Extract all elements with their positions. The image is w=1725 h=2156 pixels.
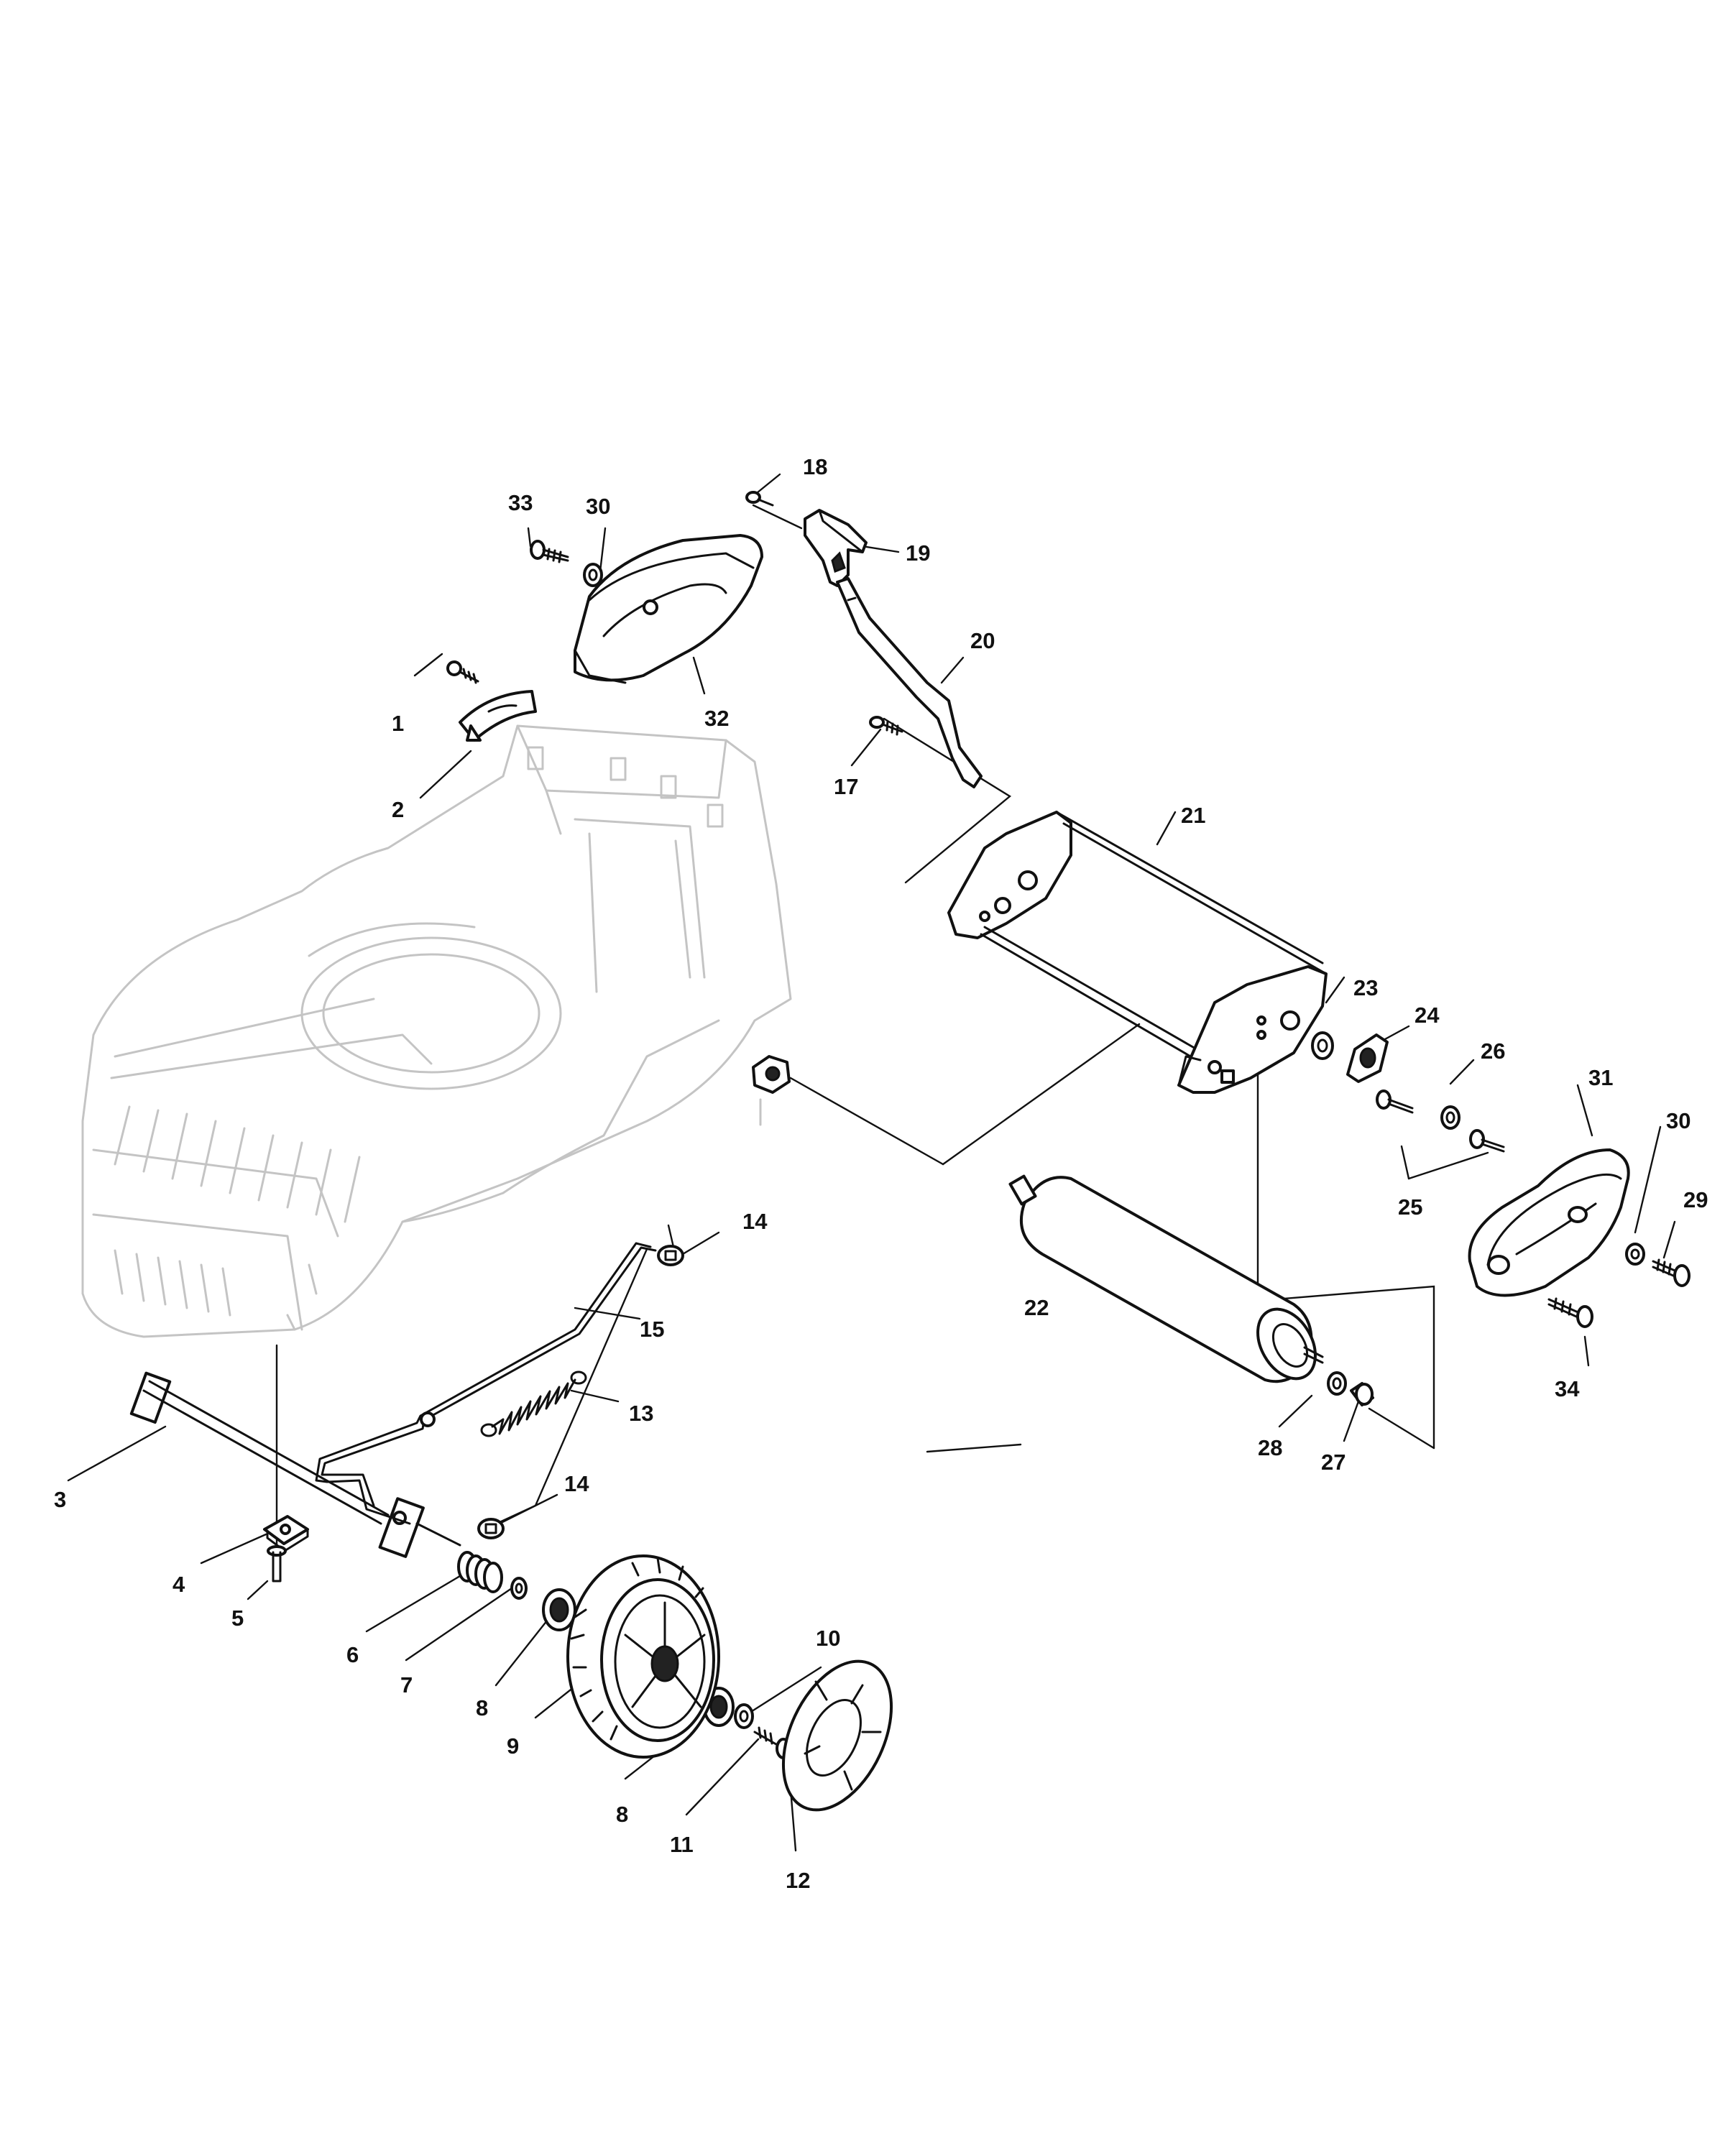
callout-6: 6 <box>346 1642 359 1667</box>
callout-24: 24 <box>1414 1003 1440 1028</box>
part-1-screw <box>446 660 479 684</box>
callout-labels: 1 2 3 4 5 6 7 8 8 9 10 11 12 13 14 14 15… <box>54 454 1708 1893</box>
part-25-bolts <box>1376 1089 1505 1153</box>
mower-deck-outline <box>81 724 792 1338</box>
part-4-bracket <box>263 1515 309 1552</box>
part-31-right-cover <box>1468 1148 1630 1297</box>
callout-33: 33 <box>508 490 533 515</box>
callout-12: 12 <box>786 1868 810 1893</box>
part-7-washer <box>510 1577 528 1600</box>
part-29-bolt <box>1652 1258 1690 1287</box>
callout-32: 32 <box>704 706 729 731</box>
part-30b-washer <box>1625 1243 1645 1266</box>
part-19-lever <box>804 509 868 587</box>
callout-34: 34 <box>1555 1376 1580 1401</box>
callout-1: 1 <box>392 711 404 736</box>
callout-4: 4 <box>172 1572 185 1597</box>
part-12-hubcap <box>781 1659 893 1812</box>
part-26-washer <box>1440 1105 1460 1130</box>
part-5-bolt <box>267 1545 287 1583</box>
part-3-axle <box>129 1371 461 1558</box>
callout-15: 15 <box>640 1317 664 1342</box>
callout-30a: 30 <box>586 494 610 519</box>
part-34-bolt <box>1547 1297 1593 1328</box>
callout-21: 21 <box>1181 803 1205 828</box>
part-18-screw <box>745 491 774 507</box>
callout-8a: 8 <box>476 1695 488 1720</box>
callout-19: 19 <box>906 540 930 566</box>
callout-23: 23 <box>1353 975 1378 1000</box>
part-15-rod <box>315 1242 657 1525</box>
part-9-wheel <box>566 1554 720 1759</box>
part-17-screw <box>869 716 903 736</box>
part-2-clip <box>459 690 537 742</box>
callout-2: 2 <box>392 797 404 822</box>
callout-17: 17 <box>834 774 858 799</box>
callout-7: 7 <box>400 1672 413 1697</box>
callout-29: 29 <box>1683 1187 1708 1212</box>
callout-13: 13 <box>629 1401 653 1426</box>
part-27-sleeve <box>1350 1382 1374 1406</box>
callout-25: 25 <box>1398 1194 1422 1220</box>
part-21-roller-frame <box>947 811 1328 1094</box>
callout-5: 5 <box>231 1606 244 1631</box>
callout-31: 31 <box>1588 1065 1613 1090</box>
deck-pivot-block <box>752 1055 791 1126</box>
callout-14a: 14 <box>742 1209 768 1234</box>
part-13-spring <box>480 1370 587 1437</box>
callout-20: 20 <box>970 628 995 653</box>
part-14b-bushing <box>477 1518 505 1539</box>
callout-18: 18 <box>803 454 827 479</box>
part-22-roller <box>1008 1174 1324 1383</box>
callout-9: 9 <box>507 1733 519 1759</box>
part-32-left-cover <box>574 534 763 684</box>
callout-22: 22 <box>1024 1295 1049 1320</box>
callout-28: 28 <box>1258 1435 1282 1460</box>
part-10-washer <box>734 1703 754 1729</box>
callout-27: 27 <box>1321 1450 1346 1475</box>
callout-14b: 14 <box>564 1471 589 1496</box>
part-30a-washer <box>583 563 603 587</box>
part-20-arm <box>836 577 983 788</box>
part-14a-bushing <box>657 1245 684 1266</box>
callout-26: 26 <box>1481 1038 1505 1064</box>
callout-3: 3 <box>54 1487 66 1512</box>
callout-8b: 8 <box>616 1802 628 1827</box>
part-24-plate <box>1346 1033 1389 1083</box>
part-23-spacer <box>1311 1031 1334 1060</box>
callout-11: 11 <box>670 1832 694 1857</box>
part-8a-bearing <box>542 1588 576 1631</box>
part-28-washer <box>1327 1371 1347 1396</box>
part-6-spring <box>457 1551 503 1593</box>
callout-30b: 30 <box>1666 1108 1690 1133</box>
part-33-bolt <box>530 540 569 563</box>
callout-10: 10 <box>816 1626 840 1651</box>
leader-lines <box>67 473 1676 1852</box>
